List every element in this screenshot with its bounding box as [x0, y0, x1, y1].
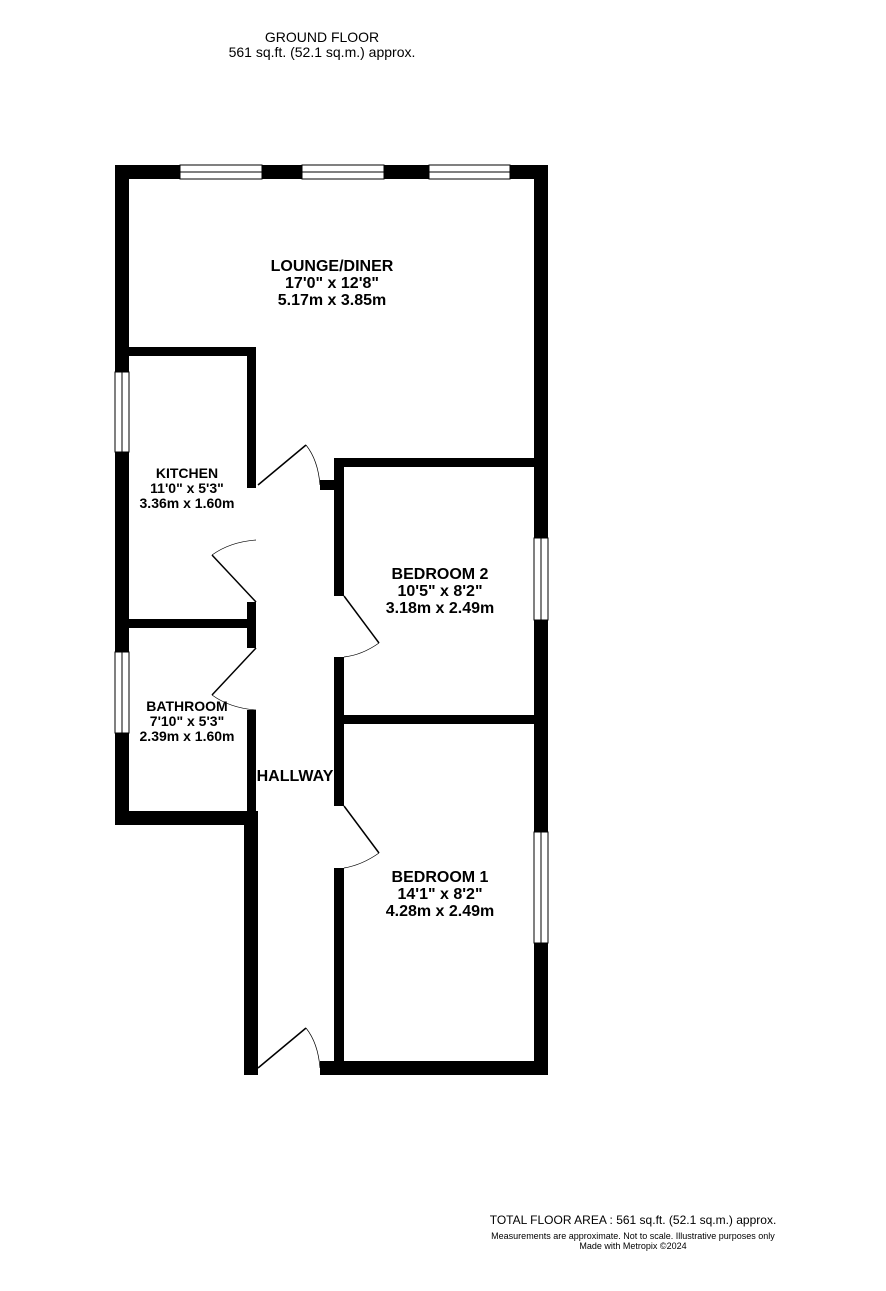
- room-bathroom: BATHROOM 7'10" x 5'3" 2.39m x 1.60m: [122, 699, 252, 744]
- windows: [114, 164, 549, 944]
- doors: [211, 444, 380, 1069]
- room-metric: 4.28m x 2.49m: [385, 903, 495, 920]
- room-kitchen: KITCHEN 11'0" x 5'3" 3.36m x 1.60m: [122, 466, 252, 511]
- room-name: HALLWAY: [256, 768, 334, 785]
- floor-title: GROUND FLOOR: [264, 29, 380, 45]
- room-name: BEDROOM 2: [391, 566, 489, 583]
- room-name: BATHROOM: [146, 698, 228, 714]
- room-imperial: 17'0" x 12'8": [285, 275, 379, 292]
- room-metric: 3.36m x 1.60m: [139, 495, 235, 511]
- room-lounge-diner: LOUNGE/DINER 17'0" x 12'8" 5.17m x 3.85m: [232, 258, 432, 309]
- room-name: LOUNGE/DINER: [270, 258, 394, 275]
- room-bedroom-1: BEDROOM 1 14'1" x 8'2" 4.28m x 2.49m: [340, 869, 540, 920]
- room-metric: 2.39m x 1.60m: [139, 728, 235, 744]
- room-hallway: HALLWAY: [250, 768, 340, 785]
- credit: Made with Metropix ©2024: [579, 1241, 687, 1251]
- floor-area: 561 sq.ft. (52.1 sq.m.) approx.: [228, 44, 416, 60]
- room-name: KITCHEN: [155, 465, 219, 481]
- floor-header: GROUND FLOOR 561 sq.ft. (52.1 sq.m.) app…: [222, 30, 422, 60]
- room-metric: 5.17m x 3.85m: [277, 292, 387, 309]
- disclaimer: Measurements are approximate. Not to sca…: [491, 1231, 775, 1241]
- room-bedroom-2: BEDROOM 2 10'5" x 8'2" 3.18m x 2.49m: [340, 566, 540, 617]
- room-imperial: 10'5" x 8'2": [397, 583, 483, 600]
- room-imperial: 14'1" x 8'2": [397, 886, 483, 903]
- total-floor-area: TOTAL FLOOR AREA : 561 sq.ft. (52.1 sq.m…: [489, 1213, 777, 1227]
- room-metric: 3.18m x 2.49m: [385, 600, 495, 617]
- room-imperial: 7'10" x 5'3": [149, 713, 225, 729]
- room-imperial: 11'0" x 5'3": [150, 480, 224, 496]
- room-name: BEDROOM 1: [391, 869, 489, 886]
